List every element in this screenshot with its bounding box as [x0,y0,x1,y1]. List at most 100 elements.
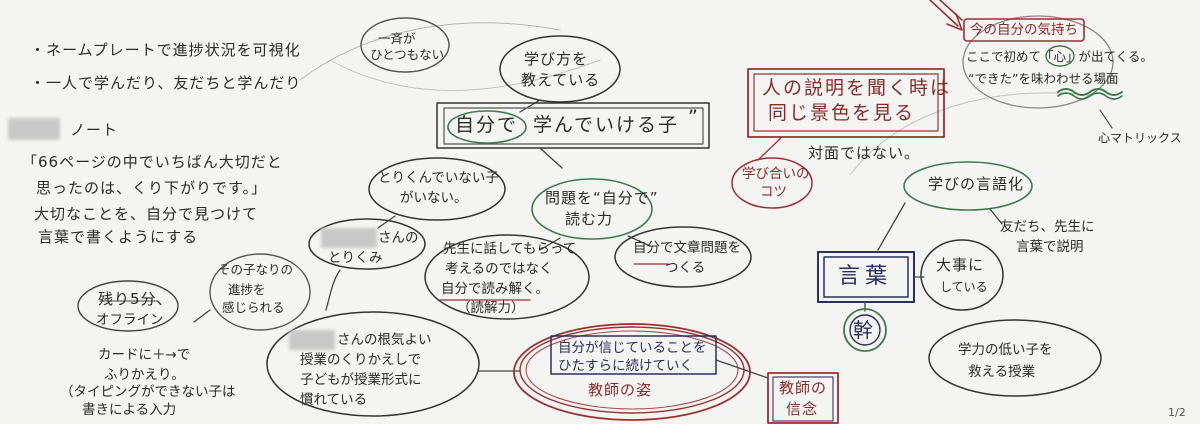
frame-shinjite [550,335,717,375]
bubble-manabi-gengo [903,161,1033,211]
faint-sketch-arc [849,92,1091,176]
sensei-line-1: 先生に話してもらって [443,241,577,257]
bubble-jibun-bunsho [614,226,752,288]
circle-jibunde [447,110,527,144]
card-line-1: カードに＋→で [98,347,191,363]
frame-hito-inner [753,73,939,132]
konki-line-2: 授業のくりかえしで [300,352,422,368]
connector [989,208,1003,225]
connector [325,269,341,311]
manabi-gengo-label: 学びの言語化 [928,175,1025,193]
frame-kyoshi-shinnen-inner [772,376,834,422]
bubble-issei [360,17,450,73]
frame-manande-outer [436,102,710,149]
circle-miki-outer [843,308,887,352]
bubble-manabikata [499,35,621,103]
connector [519,99,541,113]
connector [539,147,563,169]
redacted-name [321,228,377,248]
kyoshi-shinnen-line-1: 教師の [779,379,828,397]
sonoko-line-3: 感じられる [222,300,285,315]
taimen-note: 対面ではない。 [808,144,921,162]
konki-line-1: さんの根気よい [337,332,432,348]
sonoko-line-1: その子なりの [218,262,294,277]
dokkai-label: （読解力） [457,300,525,316]
kimochi-line-1: ここで初めて「心」が出てくる。 [966,49,1153,64]
note-quote-line-1: 「66ページの中でいちばん大切だと [22,153,283,171]
jibun-bunsho-line-1: 自分で文章問題を [633,240,741,256]
connector [377,215,396,229]
kimochi-title: 今の自分の気持ち [970,22,1078,38]
hito-line-1: 人の説明を聞く時は [762,77,952,99]
redacted-name [8,118,60,140]
issei-line-1: 一斉が [378,31,416,46]
bubble-mondai [531,178,653,240]
bubble-torikumi [308,218,426,270]
note-line-manabu: ・一人で学んだり、友だちと学んだり [30,74,302,92]
bubble-sonoko [209,253,311,331]
note-line-taisetsu: 大切なことを、自分で見つけて [34,205,259,223]
kokoro-matrix-label: 心マトリックス [1098,131,1182,145]
mondai-line-2: 読む力 [565,210,614,228]
typing-line-1: （タイピングができない子は [60,384,236,400]
manabikata-line-1: 学び方を [524,50,589,68]
kotoba-label: 言葉 [838,264,893,289]
card-line-2: ふりかえり。 [104,367,185,383]
page-number: 1/2 [1168,406,1186,419]
bubble-kimochi [962,15,1114,109]
offline-label: オフライン [96,312,164,328]
jibun-bunsho-line-2: つくる [665,260,706,276]
faint-sketch-arc [299,22,561,81]
circle-kokoro [1045,45,1075,67]
faint-sketch-arc [329,59,601,91]
connector [193,309,211,323]
bubble-manabiai [731,157,813,209]
bubble-konki [266,311,480,417]
arrow-stroke [929,0,959,27]
bubble-torikunde [368,157,506,221]
typing-line-2: 書きによる入力 [82,402,177,418]
mondai-line-1: 問題を“自分で” [545,189,659,207]
shinjite-line-1: 自分が信じていることを [558,340,707,356]
frame-kyoshi-shinnen [767,372,839,424]
kyoshi-sugata-label: 教師の姿 [588,381,653,399]
manabiai-line-1: 学び合いの [742,166,810,182]
connector [757,136,783,161]
kyoshi-shinnen-line-2: 信念 [786,400,819,418]
note-line-nameplate: ・ネームプレートで進捗状況を可視化 [30,41,301,59]
manande-label: 学んでいける子 [533,114,680,136]
torikunde-line-2: がいない。 [400,190,468,206]
nokori-label: 残り5分、 [98,290,173,308]
torikumi-san-no: さんの [378,230,419,246]
kimochi-line-2: “できた”を味わわせる場面 [968,71,1119,86]
daiji-line-2: している [940,280,988,294]
konki-line-4: 慣れている [300,392,368,408]
hito-line-2: 同じ景色を見る [768,102,916,124]
sensei-line-2: 考えるのではなく [445,261,553,277]
manabikata-line-2: 教えている [521,71,601,89]
bubble-daiji [920,239,1004,311]
connector [1099,109,1113,129]
gakuryoku-line-1: 学力の低い子を [958,342,1053,358]
gakuryoku-line-2: 救える授業 [968,364,1036,380]
frame-kimochi-title [963,18,1085,42]
circle-miki-inner [849,314,881,346]
note-label: ノート [70,121,119,139]
shinjite-line-2: ひたすらに続けていく [558,358,693,374]
torikumi-label: とりくみ [328,250,383,266]
frame-manande-inner [443,107,704,145]
miki-label: 幹 [853,318,873,342]
bubble-shinjite-inner [525,330,739,410]
bubble-nokori [77,280,179,332]
torikunde-line-1: とりくんでいない子 [378,170,499,186]
quote-mark: ” [688,106,700,128]
connector [539,237,561,251]
bubble-gakuryoku [928,319,1102,397]
konki-line-3: 子どもが授業形式に [300,372,422,388]
note-line-kotoba: 言葉で書くようにする [38,228,199,246]
connector [877,202,906,251]
squiggle-underline [1057,92,1123,100]
arrow-head [946,13,963,31]
